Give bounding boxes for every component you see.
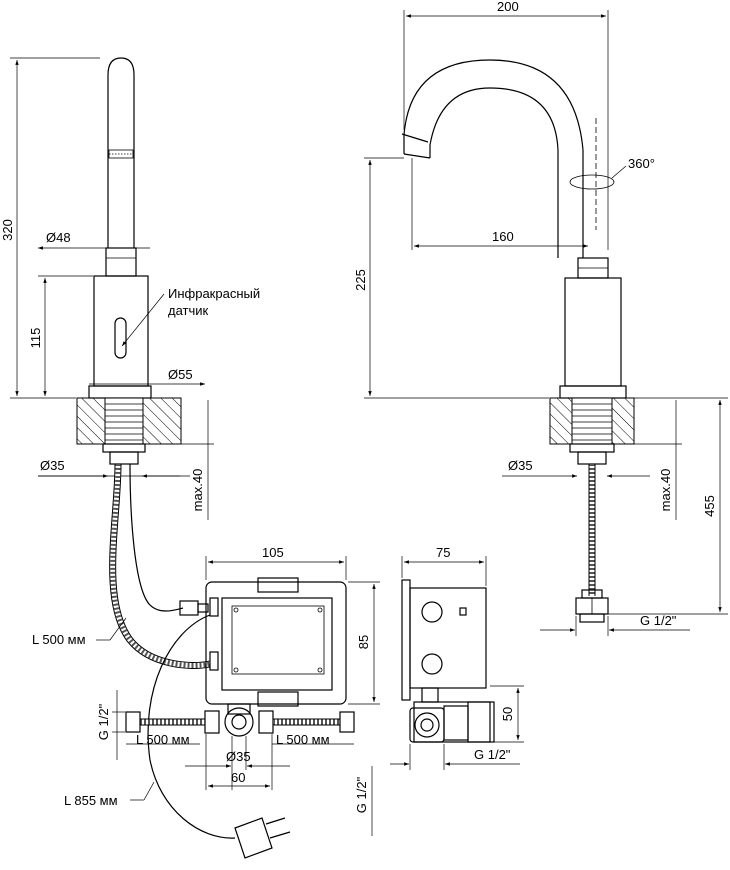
label-cable-power: L 855 мм	[64, 793, 118, 808]
label-sensor-line1: Инфракрасный	[168, 286, 260, 301]
dim-right-height-outlet: 225	[353, 269, 368, 291]
dim-side-height: 50	[500, 707, 515, 721]
dim-right-width-total: 200	[497, 0, 519, 14]
dim-left-dia-shank: Ø35	[40, 458, 65, 473]
dim-box-outlet-spacing: 60	[231, 770, 245, 785]
dim-right-max-thickness: max.40	[658, 469, 673, 512]
dim-left-max-thickness: max.40	[190, 469, 205, 512]
dim-box-width: 105	[262, 545, 284, 560]
dim-right-rotation: 360°	[628, 156, 655, 171]
dim-left-body-height: 115	[28, 328, 43, 349]
dim-box-bottom-thread: G 1/2"	[354, 776, 369, 813]
dim-right-connection-thread: G 1/2"	[640, 613, 677, 628]
dim-side-thread: G 1/2"	[474, 747, 511, 762]
faucet-side-view: 360° 200 160 225	[353, 0, 728, 636]
dim-box-height: 85	[356, 635, 371, 649]
dim-left-dia-top: Ø48	[46, 230, 71, 245]
dim-box-outlet-dia: Ø35	[226, 749, 251, 764]
dim-side-depth: 75	[436, 545, 450, 560]
label-cable-sensor: L 500 мм	[32, 632, 86, 647]
dim-box-inlet-left-thread: G 1/2"	[96, 703, 111, 740]
control-box-side: 75 50 G 1/2" G 1/2"	[354, 545, 524, 836]
label-sensor-line2: датчик	[168, 303, 209, 318]
dim-right-reach: 160	[492, 229, 514, 244]
dim-box-hose-left: L 500 мм	[136, 732, 190, 747]
dim-right-dia-shank: Ø35	[508, 458, 533, 473]
control-box-front: 105 85 G 1/2" L 500 мм L 500 мм Ø35 60	[96, 545, 380, 790]
dim-right-hose-length: 455	[702, 495, 717, 517]
faucet-cables: L 500 мм L 855 мм	[32, 463, 291, 859]
faucet-front-view: 320 Ø48 115 Ø55 Ø35 max.40 Инфракрасный …	[0, 57, 260, 520]
dim-left-dia-base: Ø55	[168, 367, 193, 382]
dim-left-height-total: 320	[0, 219, 15, 241]
dim-box-hose-right: L 500 мм	[276, 732, 330, 747]
